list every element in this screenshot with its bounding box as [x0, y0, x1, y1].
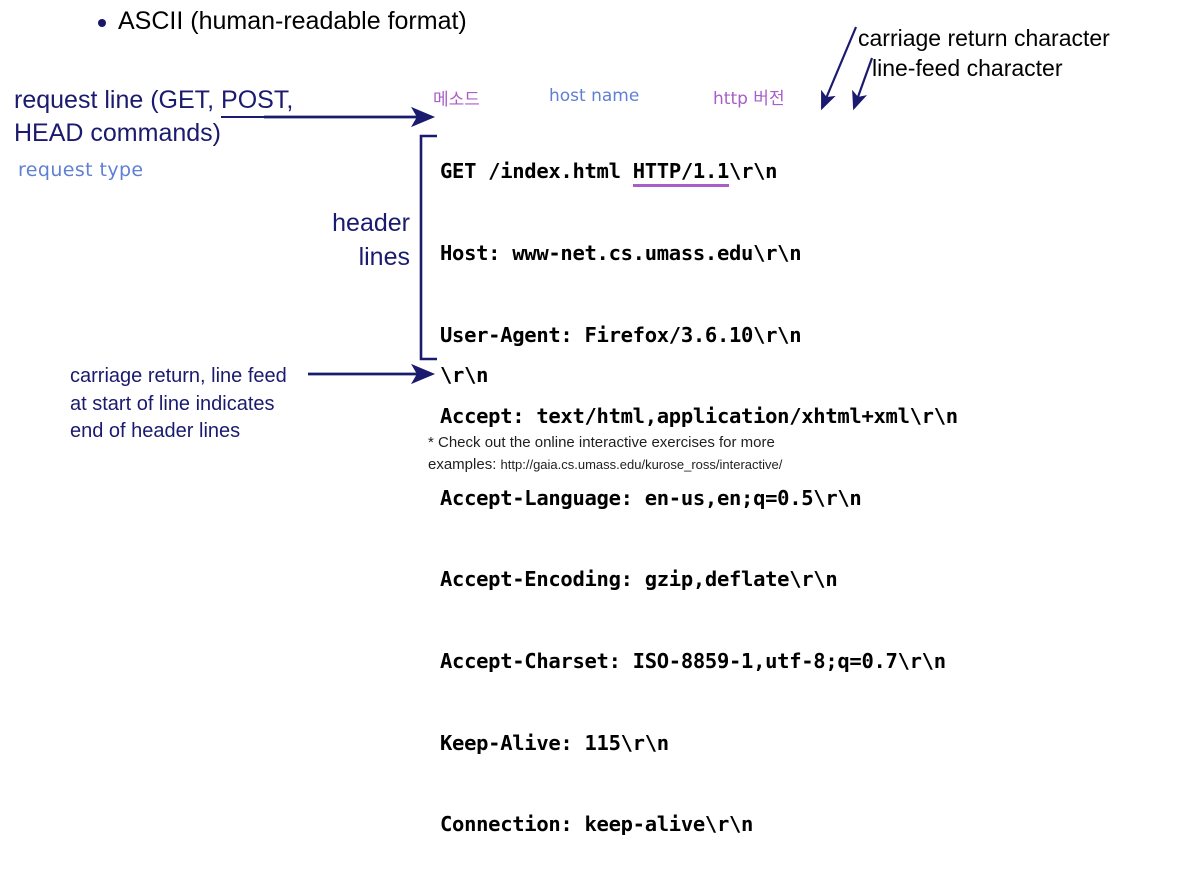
request-line-label: request line (GET, POST, HEAD commands) — [14, 84, 294, 150]
http-header-line: Accept-Language: en-us,en;q=0.5\r\n — [440, 485, 862, 510]
http-header-line: Connection: keep-alive\r\n — [440, 812, 754, 837]
footnote: * Check out the online interactive exerc… — [428, 432, 782, 476]
http-blank-line: \r\n — [440, 363, 489, 387]
footnote-line1: * Check out the online interactive exerc… — [428, 434, 775, 451]
bullet-item-ascii: ASCII (human-readable format) — [98, 6, 467, 37]
http-header-line: Accept: text/html,application/xhtml+xml\… — [440, 404, 958, 429]
host-name-field-label: host name — [549, 86, 640, 106]
request-type-label: request type — [18, 159, 144, 181]
http-request-line-prefix: GET /index.html — [440, 159, 633, 184]
footnote-line2-prefix: examples: — [428, 455, 501, 473]
carriage-return-arrow — [820, 26, 858, 111]
header-lines-bracket — [419, 134, 437, 361]
request-line-text-part1: request line (GET, — [14, 86, 222, 114]
request-line-text-post: POST, — [221, 86, 294, 118]
http-request-message: GET /index.html HTTP/1.1\r\n Host: www-n… — [440, 104, 958, 893]
header-lines-label-row2: lines — [358, 242, 410, 271]
crlf-explanation-label: carriage return, line feed at start of l… — [70, 363, 287, 446]
bullet-dot-icon — [98, 19, 106, 27]
request-line-label-row2: HEAD commands) — [14, 119, 221, 147]
carriage-return-character-label: carriage return character — [858, 25, 1110, 51]
http-header-line: Accept-Charset: ISO-8859-1,utf-8;q=0.7\r… — [440, 649, 946, 674]
slide-canvas: ASCII (human-readable format) request li… — [14, 6, 1110, 836]
line-feed-character-label: line-feed character — [872, 55, 1063, 81]
header-lines-label-row1: header — [332, 209, 410, 237]
crlf-explanation-row2: at start of line indicates — [70, 392, 275, 415]
footnote-line2: examples: http://gaia.cs.umass.edu/kuros… — [428, 454, 782, 476]
http-header-line: Accept-Encoding: gzip,deflate\r\n — [440, 567, 838, 592]
http-version-field-label: http 버전 — [713, 89, 785, 109]
http-header-line: User-Agent: Firefox/3.6.10\r\n — [440, 322, 802, 347]
http-request-line-version: HTTP/1.1 — [632, 159, 729, 188]
http-header-line: Host: www-net.cs.umass.edu\r\n — [440, 241, 802, 266]
http-request-line-suffix: \r\n — [729, 159, 778, 184]
footnote-url: http://gaia.cs.umass.edu/kurose_ross/int… — [500, 456, 783, 472]
bullet-text: ASCII (human-readable format) — [118, 7, 467, 35]
request-line-label-row1: request line (GET, POST, — [14, 84, 294, 118]
crlf-explanation-row1: carriage return, line feed — [70, 365, 287, 387]
method-field-label: 메소드 — [433, 90, 480, 110]
header-lines-label: header lines — [298, 207, 410, 274]
http-header-line: Keep-Alive: 115\r\n — [440, 730, 669, 755]
crlf-explanation-row3: end of header lines — [70, 420, 241, 443]
http-request-line: GET /index.html HTTP/1.1\r\n — [440, 158, 958, 188]
line-feed-arrow — [852, 57, 874, 111]
